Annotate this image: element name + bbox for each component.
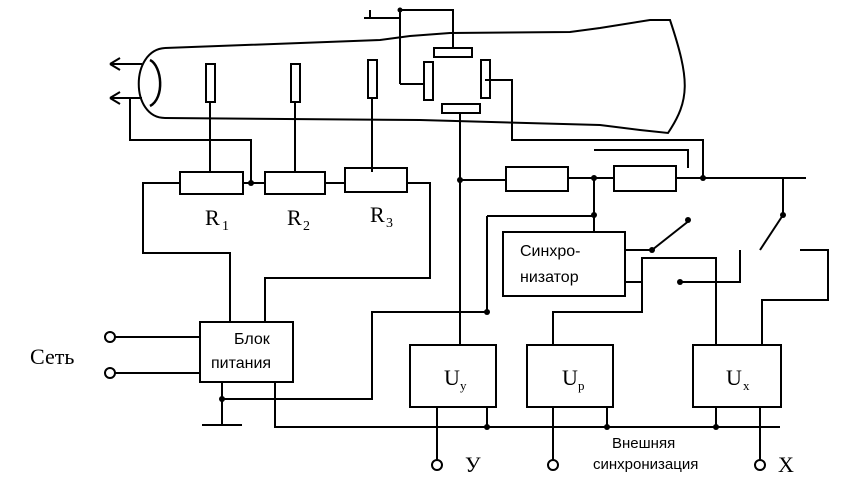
label-r1-sub: 1 [222, 219, 229, 234]
resistor-labels: R 1 R 2 R 3 [205, 202, 393, 234]
resistor-r1 [179, 171, 244, 195]
power-supply-box [199, 321, 294, 383]
ground-top [364, 7, 454, 85]
switch-left [625, 217, 717, 345]
power-supply: Блок питания Сеть [30, 311, 780, 428]
upper-divider [457, 79, 806, 192]
switch-right [677, 177, 829, 345]
ux-amplifier: U x X [692, 344, 794, 477]
up-generator: U p [526, 282, 643, 471]
terminal-y [431, 459, 443, 471]
ext-sync-label-line1: Внешняя [612, 435, 675, 452]
ux-sub: x [743, 378, 750, 393]
tube-electrodes [205, 47, 491, 114]
synchronizer-box [502, 231, 626, 297]
uy-sub: y [460, 378, 467, 393]
terminal-x [754, 459, 766, 471]
terminal-x-label: X [778, 452, 794, 477]
label-r3-sub: 3 [386, 216, 393, 231]
resistor-r2 [264, 171, 326, 195]
sync-label-line2: низатор [520, 269, 579, 286]
uy-box [409, 344, 497, 408]
label-r2: R [287, 205, 302, 230]
electrode-3 [367, 59, 378, 99]
x-deflection-plate-left [423, 61, 434, 101]
resistor-chain [142, 139, 431, 322]
power-label-line1: Блок [234, 331, 271, 348]
up-box [526, 344, 614, 408]
resistor-b [613, 165, 677, 192]
label-r3: R [370, 202, 385, 227]
label-r2-sub: 2 [303, 219, 310, 234]
electrode-1 [205, 63, 216, 103]
resistor-r3 [344, 167, 408, 193]
mains-label: Сеть [30, 344, 74, 369]
heater-arrow-icon [109, 57, 142, 71]
mains-terminal-2 [104, 367, 116, 379]
mains-terminal-1 [104, 331, 116, 343]
heater-arrow-icon [109, 91, 142, 105]
uy-amplifier: U y У [409, 180, 497, 477]
terminal-y-label: У [465, 452, 481, 477]
ux-box [692, 344, 782, 408]
sync-label-line1: Синхро- [520, 243, 580, 260]
y-deflection-plate-bottom [441, 103, 481, 114]
resistor-a [505, 166, 569, 192]
up-sub: p [578, 378, 585, 393]
synchronizer: Синхро- низатор [484, 178, 626, 315]
electrode-2 [290, 63, 301, 103]
ext-sync-label-line2: синхронизация [593, 456, 698, 473]
label-r1: R [205, 205, 220, 230]
power-label-line2: питания [211, 355, 271, 372]
ux-label: U [726, 365, 742, 390]
uy-label: U [444, 365, 460, 390]
crt-tube [109, 19, 686, 141]
y-deflection-plate-top [433, 47, 473, 58]
up-label: U [562, 365, 578, 390]
terminal-ext-sync [547, 459, 559, 471]
